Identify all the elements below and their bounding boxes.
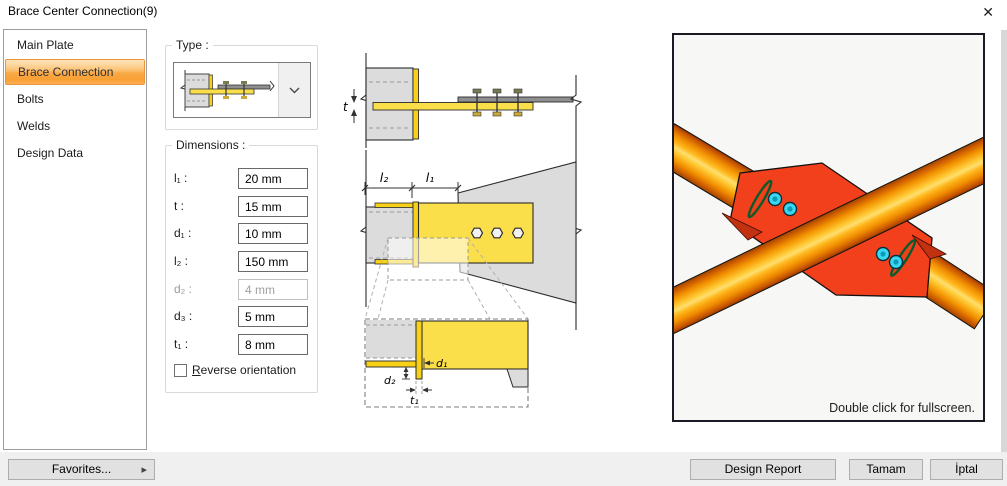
dim-input-t[interactable]: [238, 196, 308, 217]
preview-caption: Double click for fullscreen.: [829, 401, 975, 415]
gusset-plate-side: [372, 102, 534, 111]
ok-button[interactable]: Tamam: [849, 459, 923, 480]
reverse-orientation-label: Reverse orientation: [192, 363, 297, 377]
dim-label-l2: l₂ :: [174, 254, 188, 268]
sidebar-item-brace-connection[interactable]: Brace Connection: [5, 59, 145, 85]
dim-input-l2[interactable]: [238, 251, 308, 272]
dim-input-d3[interactable]: [238, 306, 308, 327]
right-edge-strip: [1001, 30, 1007, 452]
dim-label-d1: d₁ :: [174, 226, 192, 240]
type-groupbox: Type :: [165, 38, 318, 130]
tab-plate-detail: [365, 360, 417, 368]
detail-view-diagram: d₁ d₂ t₁: [364, 318, 529, 408]
sidebar-item-main-plate[interactable]: Main Plate: [17, 38, 74, 52]
bolt-holes: [470, 227, 525, 239]
connection-diagrams: t l₂ l₁: [343, 53, 583, 408]
favorites-button[interactable]: Favorites... ▸: [8, 459, 155, 480]
dim-t1-label: t₁: [410, 394, 419, 407]
dim-label-d2: d₂ :: [174, 282, 192, 296]
reverse-orientation-checkbox[interactable]: [174, 363, 187, 377]
preview-bolts: [767, 191, 904, 270]
detail-frame: [364, 318, 529, 408]
sidebar: Main Plate Brace Connection Bolts Welds …: [3, 29, 147, 450]
dim-label-l1: l₁ :: [174, 171, 188, 185]
reverse-orientation-row: Reverse orientation: [174, 363, 296, 377]
cancel-button[interactable]: İptal: [930, 459, 1003, 480]
sidebar-item-welds[interactable]: Welds: [17, 119, 51, 133]
dim-label-t1: t₁ :: [174, 337, 189, 351]
type-dropdown[interactable]: [173, 62, 311, 118]
sidebar-item-design-data[interactable]: Design Data: [17, 146, 84, 160]
dim-l1-label: l₁: [426, 170, 434, 185]
dim-t-label: t: [343, 100, 349, 114]
dim-d2-label: d₂: [384, 374, 396, 387]
footer-bar: Favorites... ▸ Design Report Tamam İptal: [0, 452, 1007, 486]
dim-l2-label: l₂: [380, 170, 388, 185]
dim-input-d1[interactable]: [238, 223, 308, 244]
sidebar-item-bolts[interactable]: Bolts: [17, 92, 44, 106]
end-plate-detail: [415, 320, 423, 380]
model-preview[interactable]: Double click for fullscreen.: [632, 33, 1007, 422]
dim-input-t1[interactable]: [238, 334, 308, 355]
design-report-button[interactable]: Design Report: [690, 459, 836, 480]
splice-plate: [457, 96, 574, 103]
side-view-diagram: t: [343, 53, 583, 330]
type-option-thumbnail: [174, 63, 278, 117]
chevron-down-icon: [289, 87, 300, 93]
column-detail: [366, 320, 420, 358]
dim-d1-label: d₁: [436, 357, 447, 370]
dialog-title: Brace Center Connection(9): [8, 4, 158, 18]
bolts-side: [476, 92, 519, 114]
close-icon[interactable]: ✕: [982, 4, 994, 20]
dim-input-d2: [238, 279, 308, 300]
dim-label-t: t :: [174, 199, 185, 213]
plan-view-diagram: l₂ l₁: [359, 150, 577, 320]
type-group-label: Type :: [172, 38, 213, 52]
favorites-flyout-icon: ▸: [141, 464, 147, 476]
dimensions-groupbox: Dimensions : l₁ : t : d₁ : l₂ : d₂ : d₃ …: [165, 138, 318, 393]
notch-detail: [506, 368, 529, 388]
preview-render: [632, 123, 1007, 346]
dim-input-l1[interactable]: [238, 168, 308, 189]
detail-source-region: [387, 237, 469, 281]
dim-label-d3: d₃ :: [174, 309, 193, 323]
tab-plate-top: [374, 202, 414, 208]
dimensions-group-label: Dimensions :: [172, 138, 250, 152]
